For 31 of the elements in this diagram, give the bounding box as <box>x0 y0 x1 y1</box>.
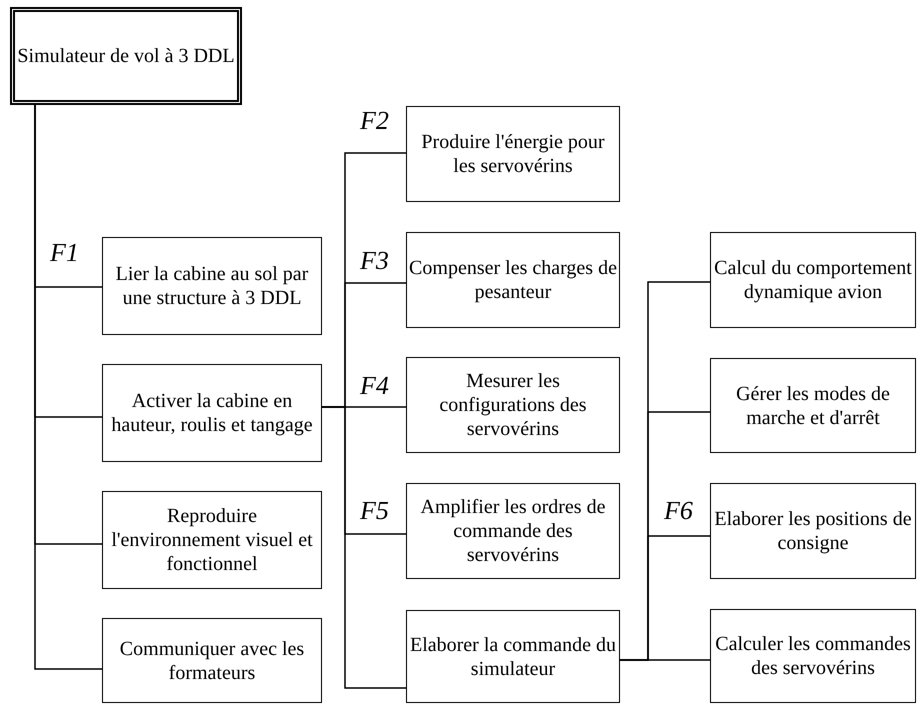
connector-line <box>620 659 710 661</box>
function-text: Gérer les modes de marche et d'arrêt <box>735 382 891 430</box>
function-text: Calculer les commandes des servovérins <box>714 632 912 680</box>
function-text: Elaborer les positions de consigne <box>713 507 913 555</box>
function-box <box>710 358 916 453</box>
function-box <box>406 483 620 579</box>
function-box <box>710 232 916 328</box>
system-box <box>10 7 242 105</box>
function-text: Simulateur de vol à 3 DDL <box>17 44 235 68</box>
connector-line <box>322 406 406 689</box>
function-text: Reproduire l'environnement visuel et fonctionnel <box>110 504 314 576</box>
function-text: Amplifier les ordres de commande des servovérins <box>420 495 606 567</box>
function-box <box>406 232 620 328</box>
function-text: Communiquer avec les formateurs <box>118 636 306 684</box>
function-text: Compenser les charges de pesanteur <box>409 256 617 304</box>
function-box <box>710 609 916 703</box>
function-text: Activer la cabine en hauteur, roulis et tangage <box>110 389 314 437</box>
function-text: Calcul du comportement dynamique avion <box>713 256 913 304</box>
function-box <box>710 483 916 579</box>
function-box <box>406 357 620 453</box>
connector-line <box>34 105 102 670</box>
function-box <box>102 491 322 589</box>
function-text: Mesurer les configurations des servovérins <box>438 369 588 441</box>
function-box <box>102 364 322 462</box>
function-text: Lier la cabine au sol par une structure à 3 DDL <box>114 262 310 310</box>
function-text: Produire l'énergie pour les servovérins <box>420 130 606 178</box>
function-box <box>406 610 620 703</box>
function-box <box>406 106 620 202</box>
function-text: Elaborer la commande du simulateur <box>409 632 617 680</box>
function-box <box>102 618 322 703</box>
function-box <box>102 237 322 335</box>
